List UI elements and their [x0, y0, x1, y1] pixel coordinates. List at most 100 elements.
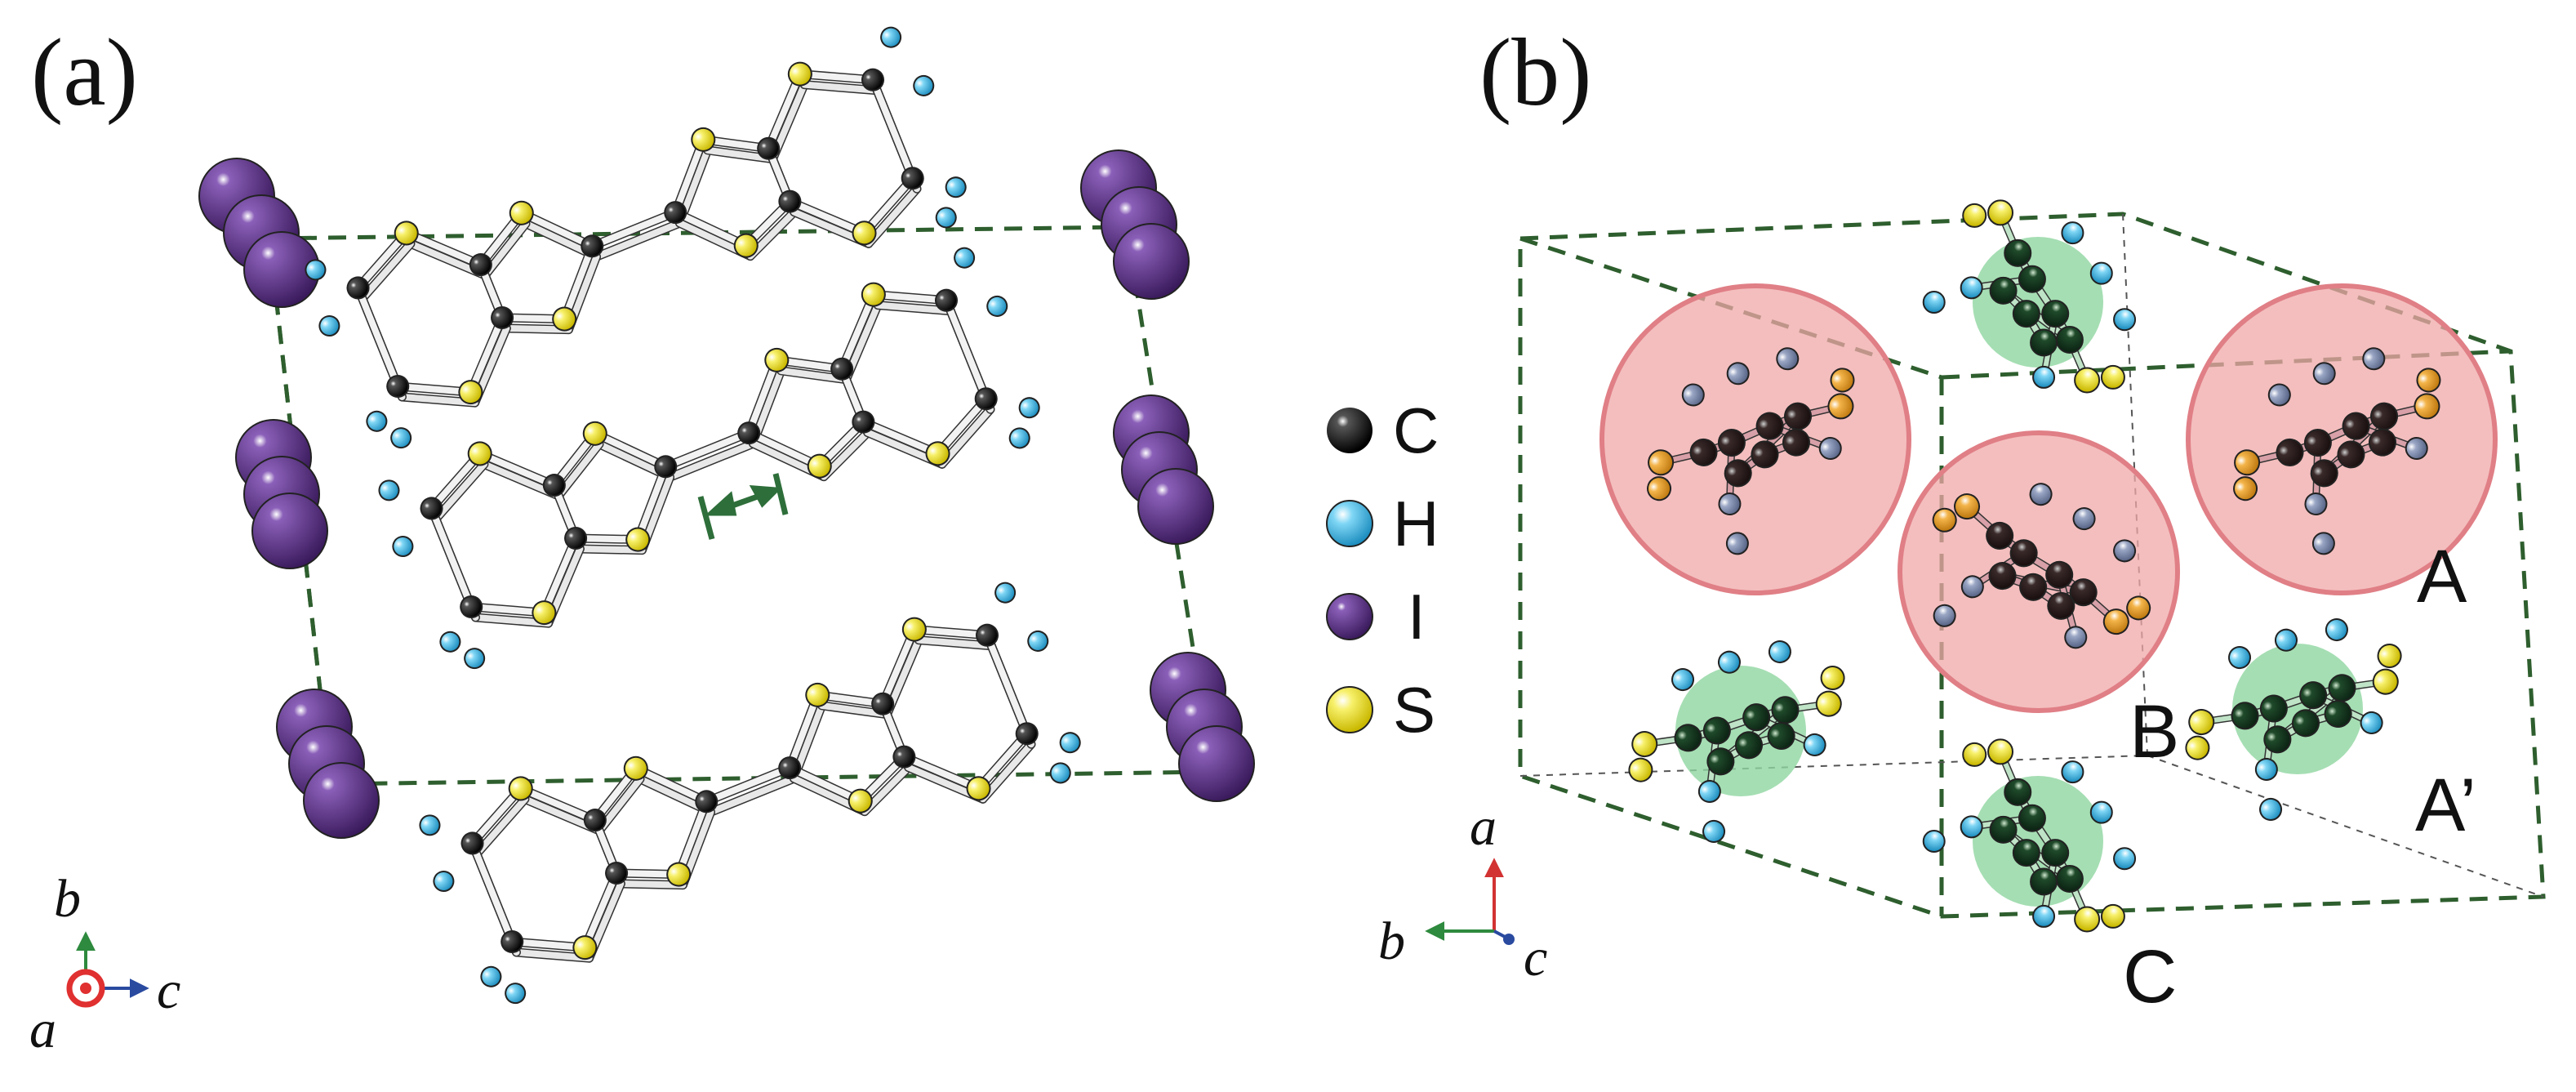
- carbon-atom: [778, 189, 802, 213]
- hydrogen-atom: [2274, 628, 2298, 652]
- sulfur-atom: [467, 441, 492, 466]
- iodine-atom: [1137, 468, 1214, 545]
- sulfur-atom: [1815, 690, 1842, 717]
- carbon-atom: [1755, 412, 1784, 440]
- hydrogen-atom: [2405, 436, 2428, 460]
- sulfur-atom: [1830, 368, 1855, 393]
- hydrogen-atom: [2113, 308, 2137, 332]
- bond: [979, 741, 1034, 803]
- bond: [432, 461, 487, 523]
- sulfur-atom: [2126, 595, 2151, 621]
- panel-a-unit-cell: [267, 225, 1215, 787]
- hydrogen-atom: [2113, 539, 2137, 563]
- hydrogen-atom: [2029, 483, 2053, 506]
- site-highlight-B: [1898, 430, 2180, 713]
- carbon-atom: [2030, 867, 2058, 896]
- bond: [398, 393, 478, 407]
- bond: [472, 613, 552, 627]
- bond: [672, 136, 707, 216]
- carbon-atom: [2259, 694, 2288, 723]
- hydrogen-atom: [1960, 276, 1983, 300]
- carbon-atom: [664, 201, 687, 225]
- hydrogen-atom: [392, 536, 414, 558]
- carbon-atom: [460, 595, 483, 618]
- legend-label-H: H: [1393, 488, 1439, 559]
- hydrogen-atom: [2325, 618, 2348, 642]
- molecule-end-on: [1932, 483, 2151, 649]
- site-highlight-A-left: [1599, 283, 1911, 595]
- sulfur-atom: [2074, 906, 2101, 933]
- bond: [561, 243, 596, 323]
- carbon-atom: [2299, 681, 2328, 710]
- sulfur-atom: [1987, 199, 2014, 226]
- panel-b-label: (b): [1479, 19, 1592, 126]
- carbon-atom: [2055, 325, 2084, 354]
- legend-item-H: H: [1324, 492, 1439, 555]
- sulfur-atom: [1962, 742, 1987, 767]
- panel-a-axis-triad: [66, 931, 149, 1008]
- sulfur-atom: [2414, 393, 2440, 420]
- hydrogen-atom: [2304, 493, 2328, 516]
- carbon-atom: [1689, 438, 1718, 466]
- carbon-atom: [861, 68, 885, 91]
- hydrogen-atom: [1697, 779, 1721, 803]
- sulfur-atom: [572, 935, 598, 961]
- carbon-atom: [386, 374, 410, 398]
- carbon-atom: [1717, 429, 1746, 457]
- hydrogen-atom: [945, 176, 967, 198]
- carbon-atom: [2069, 578, 2098, 607]
- carbon-atom: [1767, 721, 1795, 750]
- hydrogen-atom: [2032, 904, 2056, 928]
- carbon-atom: [1989, 276, 2018, 305]
- panel-a-iodine-atoms: [198, 149, 1255, 839]
- hydrogen-atom: [1018, 397, 1040, 419]
- sulfur-atom: [2102, 608, 2129, 635]
- carbon-atom: [501, 929, 524, 953]
- bond: [469, 840, 516, 945]
- bond: [915, 636, 995, 649]
- carbon-atom: [564, 526, 588, 550]
- carbon-atom: [2047, 591, 2075, 620]
- site-label-A: A: [2417, 535, 2467, 618]
- carbon-atom: [1706, 747, 1735, 776]
- hydrogen-atom: [1776, 347, 1800, 371]
- carbon-atom: [1674, 724, 1702, 752]
- hydrogen-atom: [2311, 532, 2335, 555]
- molecule-end-on: [1922, 199, 2137, 394]
- bond: [879, 626, 918, 707]
- carbon-atom: [654, 455, 678, 479]
- hydrogen-atom: [1702, 819, 1726, 843]
- bond: [634, 463, 670, 543]
- sulfur-atom: [2074, 367, 2101, 394]
- carbon-atom: [2328, 674, 2356, 702]
- sulfur-atom: [1827, 393, 1854, 420]
- hydrogen-atom: [1818, 436, 1842, 460]
- hydrogen-atom: [2362, 347, 2386, 371]
- sulfur-atom: [807, 453, 832, 479]
- bond: [589, 209, 679, 250]
- bond: [675, 798, 710, 878]
- hydrogen-atom: [1933, 604, 1956, 627]
- sulfur-atom: [691, 127, 716, 152]
- bond: [839, 291, 877, 372]
- bond: [943, 296, 990, 403]
- carbon-atom: [852, 410, 875, 434]
- sulfur-atom: [508, 776, 533, 801]
- hydrogen-atom: [318, 315, 340, 337]
- carbon-atom: [2012, 839, 2040, 867]
- hydrogen-atom: [1960, 815, 1983, 839]
- bond: [541, 534, 580, 617]
- hydrogen-atom: [2072, 507, 2096, 531]
- hydrogen-atom: [1717, 650, 1741, 674]
- panel-a-label: (a): [31, 19, 138, 126]
- carbon-atom: [1735, 731, 1763, 760]
- hydrogen-atom: [2259, 797, 2283, 821]
- bond: [938, 406, 994, 468]
- sulfur-atom: [861, 282, 886, 307]
- sulfur-atom: [532, 600, 557, 626]
- carbon-atom: [460, 831, 484, 855]
- panel-b-hidden-edges: [1519, 213, 2544, 898]
- carbon-atom: [2045, 560, 2074, 589]
- carbon-atom: [1702, 716, 1731, 745]
- hydrogen-atom: [2228, 646, 2252, 670]
